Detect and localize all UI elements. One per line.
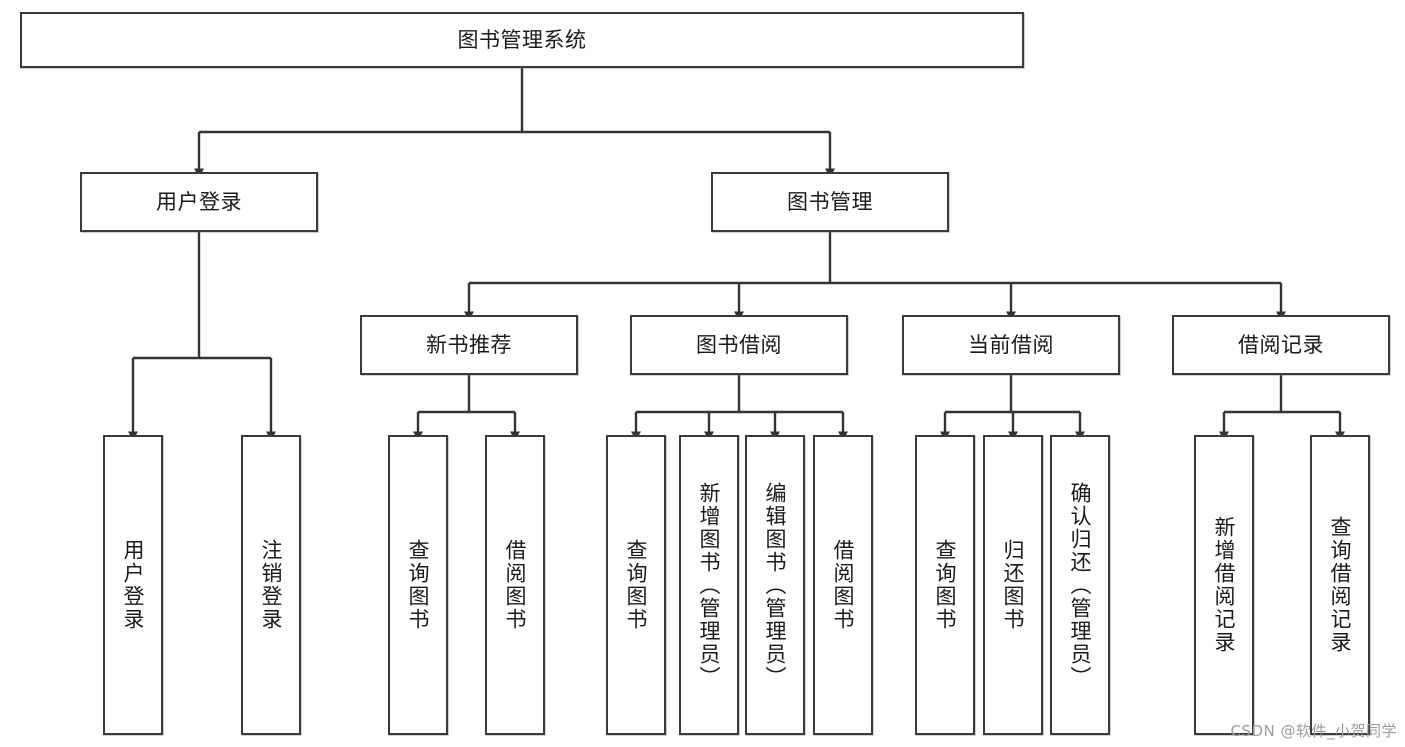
node-leaf-cur-1[interactable]: 查询图书 bbox=[915, 435, 975, 735]
node-leaf-login-1[interactable]: 用户登录 bbox=[103, 435, 163, 735]
node-leaf-new-2[interactable]: 借阅图书 bbox=[485, 435, 545, 735]
node-leaf-borrow-2[interactable]: 新增图书（管理员） bbox=[679, 435, 739, 735]
node-label-leaf-login-1: 用户登录 bbox=[121, 539, 146, 631]
node-label-leaf-login-2: 注销登录 bbox=[259, 539, 284, 631]
node-label-leaf-cur-1: 查询图书 bbox=[933, 539, 958, 631]
node-label-leaf-new-1: 查询图书 bbox=[406, 539, 431, 631]
node-label-records: 借阅记录 bbox=[1238, 332, 1324, 357]
node-label-login: 用户登录 bbox=[156, 189, 242, 214]
node-bookmgmt[interactable]: 图书管理 bbox=[711, 172, 949, 232]
node-login[interactable]: 用户登录 bbox=[80, 172, 318, 232]
node-label-leaf-rec-2: 查询借阅记录 bbox=[1328, 516, 1353, 654]
node-leaf-borrow-4[interactable]: 借阅图书 bbox=[813, 435, 873, 735]
node-label-leaf-cur-3: 确认归还（管理员） bbox=[1068, 481, 1093, 689]
watermark-label: CSDN @软件_小贺同学 bbox=[1230, 722, 1397, 740]
node-label-leaf-cur-2: 归还图书 bbox=[1001, 539, 1026, 631]
node-leaf-rec-1[interactable]: 新增借阅记录 bbox=[1194, 435, 1254, 735]
node-leaf-cur-2[interactable]: 归还图书 bbox=[983, 435, 1043, 735]
node-records[interactable]: 借阅记录 bbox=[1172, 315, 1390, 375]
node-label-leaf-rec-1: 新增借阅记录 bbox=[1212, 516, 1237, 654]
node-label-current: 当前借阅 bbox=[968, 332, 1054, 357]
node-leaf-cur-3[interactable]: 确认归还（管理员） bbox=[1050, 435, 1110, 735]
node-label-leaf-borrow-4: 借阅图书 bbox=[831, 539, 856, 631]
node-label-newbook: 新书推荐 bbox=[426, 332, 512, 357]
node-label-leaf-borrow-2: 新增图书（管理员） bbox=[697, 481, 722, 689]
node-current[interactable]: 当前借阅 bbox=[902, 315, 1120, 375]
node-root[interactable]: 图书管理系统 bbox=[20, 12, 1024, 68]
node-leaf-borrow-3[interactable]: 编辑图书（管理员） bbox=[745, 435, 805, 735]
node-leaf-borrow-1[interactable]: 查询图书 bbox=[606, 435, 666, 735]
node-label-leaf-borrow-3: 编辑图书（管理员） bbox=[763, 481, 788, 689]
node-leaf-login-2[interactable]: 注销登录 bbox=[241, 435, 301, 735]
node-label-bookmgmt: 图书管理 bbox=[787, 189, 873, 214]
node-label-borrow: 图书借阅 bbox=[696, 332, 782, 357]
connector-lines bbox=[128, 68, 1345, 441]
node-borrow[interactable]: 图书借阅 bbox=[630, 315, 848, 375]
node-leaf-new-1[interactable]: 查询图书 bbox=[388, 435, 448, 735]
node-label-leaf-borrow-1: 查询图书 bbox=[624, 539, 649, 631]
node-newbook[interactable]: 新书推荐 bbox=[360, 315, 578, 375]
node-label-leaf-new-2: 借阅图书 bbox=[503, 539, 528, 631]
node-label-root: 图书管理系统 bbox=[457, 27, 587, 52]
node-leaf-rec-2[interactable]: 查询借阅记录 bbox=[1310, 435, 1370, 735]
